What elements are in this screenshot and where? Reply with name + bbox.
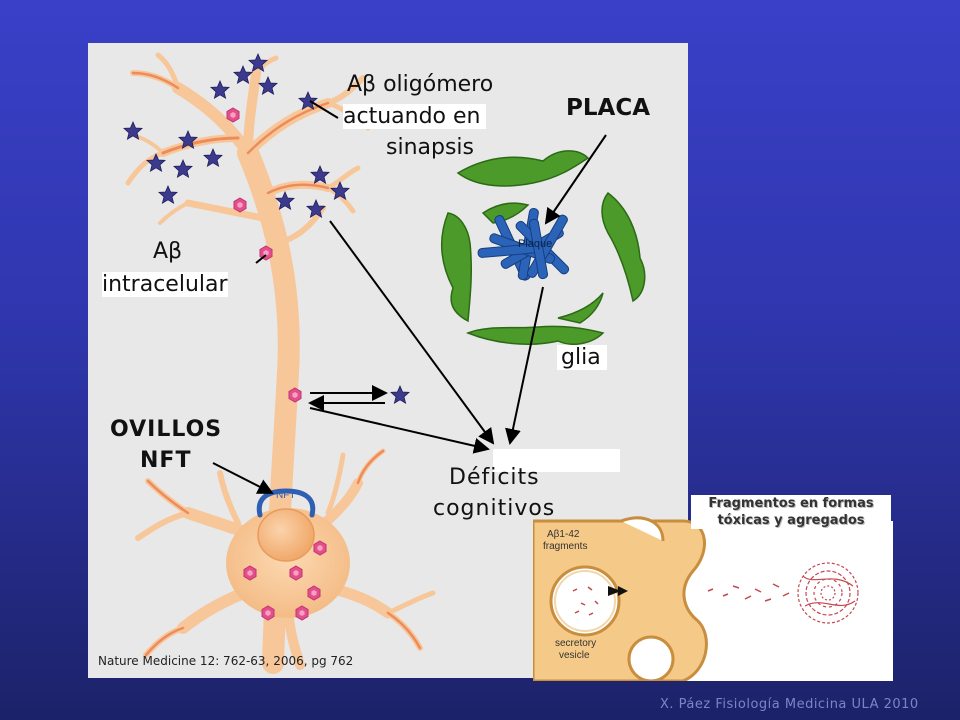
fragments-label-line1: Aβ1-42 — [547, 529, 580, 540]
inset-title: Fragmentos en formas tóxicas y agregados — [691, 495, 891, 529]
deficits-label-line1: Déficits — [449, 465, 540, 490]
secretion-inset: Aβ1-42 fragments secretory vesicle — [533, 516, 893, 681]
inset-title-line1: Fragmentos en formas — [708, 496, 874, 511]
plaque-tag: Plaque — [518, 238, 552, 250]
plaque-label: PLACA — [566, 95, 650, 121]
source-citation: Nature Medicine 12: 762-63, 2006, pg 762 — [98, 654, 354, 668]
intracellular-ab-label-line2: intracelular — [102, 272, 228, 297]
aggregate-cloud — [797, 562, 859, 624]
vesicle-label-line2: vesicle — [559, 650, 590, 661]
dendrites-lower-accent — [144, 449, 422, 657]
fragments-label-line2: fragments — [543, 541, 587, 552]
glia-cells — [440, 150, 646, 345]
vesicle-label-line1: secretory — [555, 638, 596, 649]
tangles-label-line1: OVILLOS — [110, 417, 223, 442]
label-cover-box — [493, 449, 620, 472]
inset-title-line2: tóxicas y agregados — [717, 513, 865, 528]
neuron-diagram: NFT — [123, 52, 646, 674]
oligomer-label-line3: sinapsis — [386, 135, 474, 160]
oligomer-label-line2: actuando en — [343, 104, 487, 129]
nft-tag: NFT — [276, 490, 295, 501]
nucleus — [257, 508, 315, 562]
tangles-label-line2: NFT — [140, 448, 192, 473]
oligomer-label-line1: Aβ oligómero — [347, 72, 494, 97]
glia-label: glia — [557, 345, 607, 370]
intracellular-ab-label-line1: Aβ — [153, 239, 183, 264]
deficits-label-line2: cognitivos — [433, 496, 556, 521]
arrows — [212, 100, 607, 494]
author-credit: X. Páez Fisiología Medicina ULA 2010 — [660, 697, 919, 712]
nft-tangle — [256, 488, 316, 518]
amyloid-plaque — [477, 207, 570, 281]
